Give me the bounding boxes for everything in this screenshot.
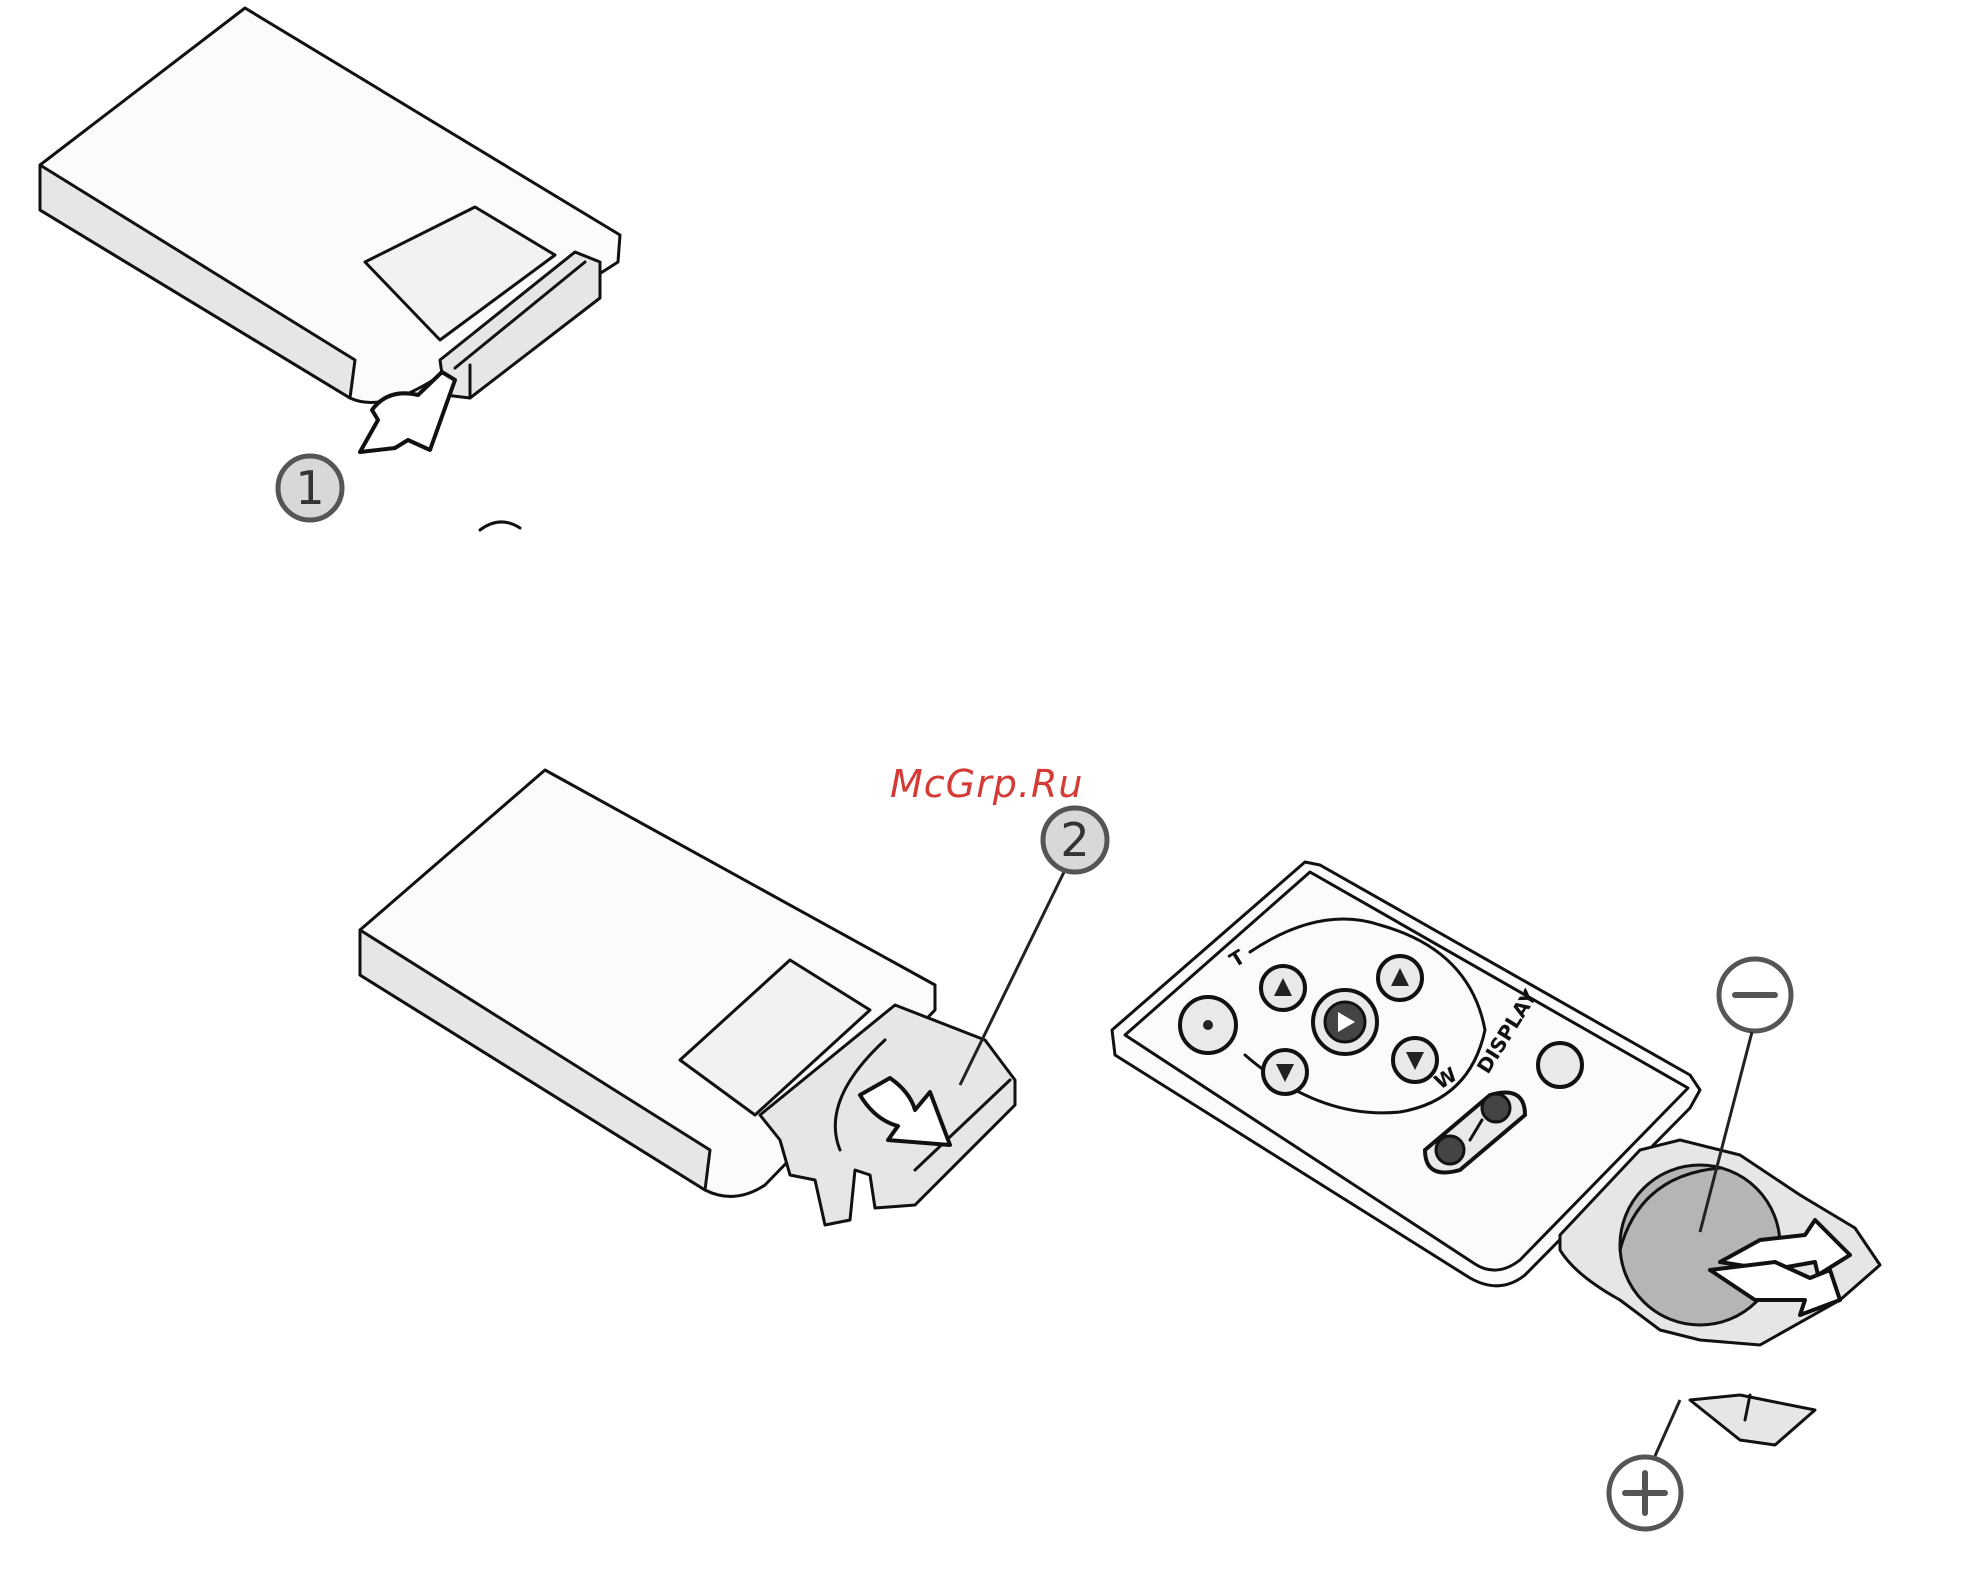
positive-polarity-symbol	[1609, 1400, 1681, 1529]
step3-display-button	[1538, 1043, 1582, 1087]
step1-number: 1	[295, 461, 324, 515]
step3-latch-fragment	[1690, 1395, 1815, 1445]
step2-number: 2	[1060, 813, 1089, 867]
step1-badge: 1	[278, 456, 342, 520]
step2-remote	[360, 770, 1065, 1225]
step3-remote: T W DISPLAY	[1112, 862, 1880, 1445]
step3-down-left-button	[1263, 1050, 1307, 1094]
step1-fragment	[480, 522, 520, 530]
step3-playback-button	[1313, 990, 1377, 1054]
step3-up-right-button	[1378, 956, 1422, 1000]
step3-up-left-button	[1261, 966, 1305, 1010]
watermark: McGrp.Ru	[890, 762, 1083, 806]
step1-remote	[40, 8, 620, 452]
step2-badge: 2	[1043, 808, 1107, 872]
